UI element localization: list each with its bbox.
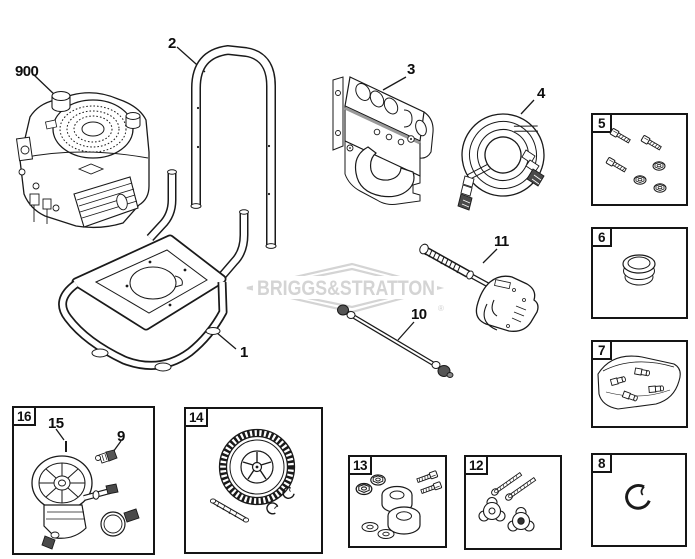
callout-engine: 900 — [15, 63, 39, 80]
box-number-7: 7 — [591, 340, 612, 360]
callout-handle: 2 — [168, 35, 176, 52]
box-number-5: 5 — [591, 113, 612, 133]
box-number-14: 14 — [184, 407, 209, 427]
box-retainer-clip: 8 — [591, 453, 687, 547]
brand-watermark-text: BRIGGS&STRATTON — [257, 277, 435, 300]
box-wheel-kit: 14 — [184, 407, 323, 554]
box-number-13: 13 — [348, 455, 373, 475]
box-number-12: 12 — [464, 455, 489, 475]
leader-lines — [33, 46, 535, 453]
box-knob-kit: 12 — [464, 455, 562, 550]
box-pump-assembly: 16 — [12, 406, 155, 555]
engine-illustration — [15, 90, 150, 229]
box-number-6: 6 — [591, 227, 612, 247]
callout-gun: 11 — [494, 233, 509, 250]
box-axle-hardware: 13 — [348, 455, 447, 548]
handle-illustration — [190, 44, 277, 249]
box-hardware-kit: 5 — [591, 113, 688, 206]
callout-wand: 10 — [411, 306, 427, 323]
registered-trademark-symbol: ® — [438, 304, 444, 313]
callout-panel: 3 — [407, 61, 415, 78]
box-nozzle-kit: 7 — [591, 340, 688, 428]
gun-illustration — [419, 243, 539, 332]
callout-frame: 1 — [240, 344, 248, 361]
callout-pump-pin: 15 — [48, 415, 64, 432]
box-number-8: 8 — [591, 453, 612, 473]
wand-illustration — [337, 304, 454, 378]
box-number-16: 16 — [12, 406, 37, 426]
panel-illustration — [332, 76, 434, 205]
hose-illustration — [457, 113, 545, 211]
frame-illustration — [58, 169, 249, 372]
callout-pump-fitting: 9 — [117, 428, 125, 445]
callout-hose: 4 — [537, 85, 545, 102]
box-cap: 6 — [591, 227, 688, 319]
